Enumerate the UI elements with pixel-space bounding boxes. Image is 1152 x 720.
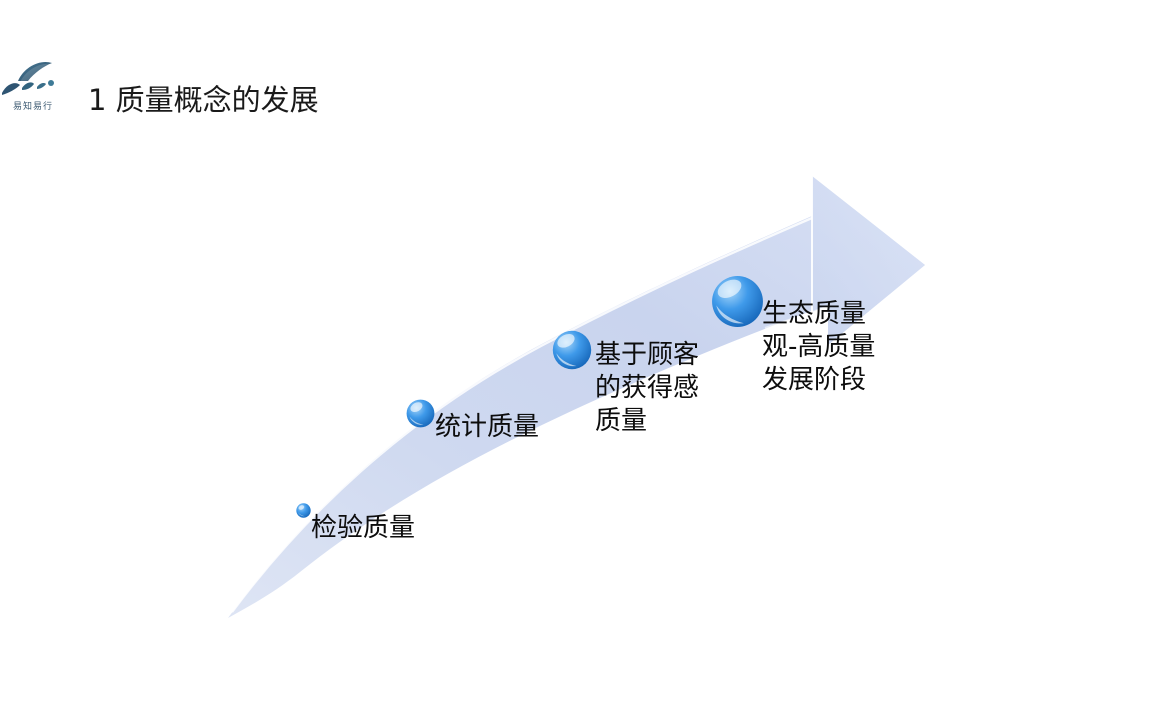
- stage-label-1: 统计质量: [435, 412, 540, 442]
- sphere-marker-icon: [406, 399, 435, 428]
- sphere-marker-icon: [712, 276, 763, 327]
- sphere-marker-icon: [552, 330, 592, 370]
- stage-marker-0: [296, 503, 311, 518]
- stage-marker-3: [711, 275, 764, 328]
- stage-marker-2: [552, 330, 592, 370]
- logo: 易知易行: [0, 55, 66, 117]
- sphere-marker-icon: [296, 503, 311, 518]
- stage-label-2: 基于顾客 的获得感 质量: [595, 340, 700, 436]
- stage-label-3: 生态质量 观-高质量 发展阶段: [762, 299, 876, 395]
- logo-wordmark: 易知易行: [12, 102, 53, 112]
- logo-mark-icon: [2, 61, 54, 95]
- stage-marker-1: [406, 399, 435, 428]
- page-title: 1 质量概念的发展: [88, 83, 319, 117]
- stage-label-0: 检验质量: [311, 513, 416, 543]
